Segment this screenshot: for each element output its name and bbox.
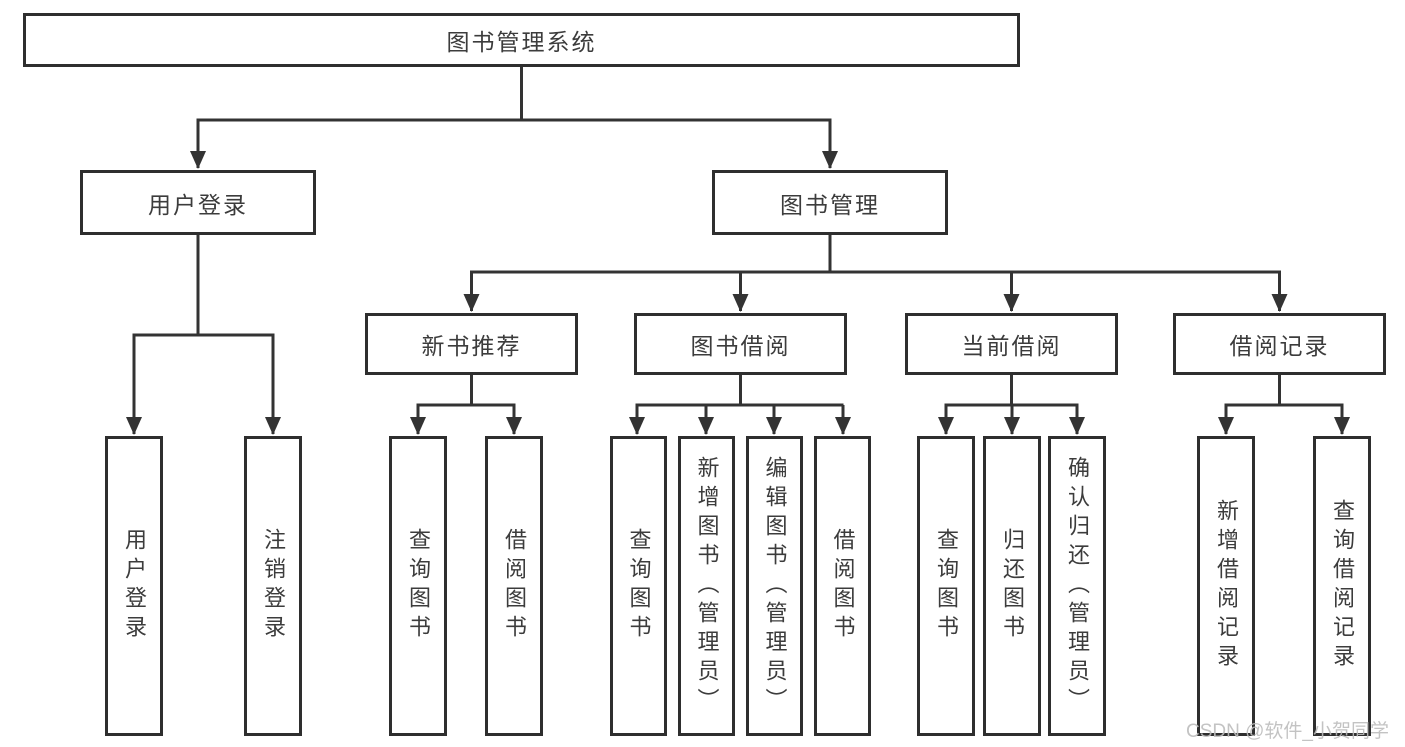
leaf-user-login: 用户登录 [105, 436, 163, 736]
node-user-login: 用户登录 [80, 170, 316, 235]
node-borrowing-records: 借阅记录 [1173, 313, 1386, 375]
leaf-br-add-record: 新增借阅记录 [1197, 436, 1255, 736]
leaf-nb-borrow-books: 借阅图书 [485, 436, 543, 736]
node-book-borrowing: 图书借阅 [634, 313, 847, 375]
node-book-management: 图书管理 [712, 170, 948, 235]
leaf-cb-query-books: 查询图书 [917, 436, 975, 736]
leaf-br-query-record: 查询借阅记录 [1313, 436, 1371, 736]
node-current-borrowing: 当前借阅 [905, 313, 1118, 375]
leaf-nb-query-books: 查询图书 [389, 436, 447, 736]
leaf-bb-edit-books-admin: 编辑图书（管理员） [746, 436, 803, 736]
leaf-bb-borrow-books: 借阅图书 [814, 436, 871, 736]
leaf-bb-query-books: 查询图书 [610, 436, 667, 736]
leaf-cb-return-books: 归还图书 [983, 436, 1041, 736]
leaf-logout: 注销登录 [244, 436, 302, 736]
leaf-cb-confirm-return-admin: 确认归还（管理员） [1048, 436, 1106, 736]
watermark: CSDN @软件_小贺同学 [1186, 721, 1389, 742]
node-new-book-recommend: 新书推荐 [365, 313, 578, 375]
leaf-bb-add-books-admin: 新增图书（管理员） [678, 436, 735, 736]
node-root: 图书管理系统 [23, 13, 1020, 67]
